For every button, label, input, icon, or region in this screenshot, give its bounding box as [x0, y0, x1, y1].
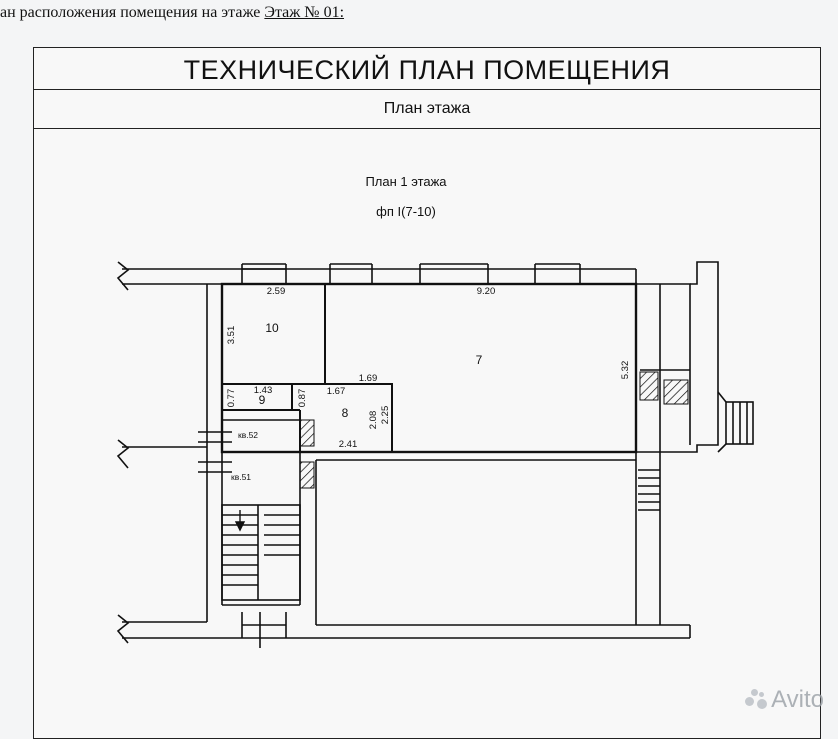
avito-watermark-text: Avito [771, 686, 824, 713]
plan-subheading: фп I(7-10) [376, 204, 436, 219]
avito-watermark: Avito [745, 686, 824, 714]
dimension-label: 1.69 [359, 373, 378, 384]
hatched-column [639, 371, 659, 401]
dimension-label: 0.77 [226, 389, 237, 408]
dimension-label: 0.87 [297, 389, 308, 408]
sheet-subtitle: План этажа [34, 90, 820, 129]
plan-heading: План 1 этажа [365, 174, 447, 189]
dimension-label: 2.08 [368, 411, 379, 430]
apartment-label: кв.52 [238, 430, 258, 440]
dimension-label: 1.43 [254, 385, 273, 396]
room-number-9: 9 [259, 393, 266, 407]
caption-prefix: ан расположения помещения на этаже [0, 4, 261, 21]
hatched-column [299, 461, 315, 489]
dimension-label: 3.51 [226, 326, 237, 345]
avito-logo-icon [745, 689, 768, 711]
dimension-label: 2.41 [339, 439, 358, 450]
room-number-8: 8 [342, 406, 349, 420]
dimension-label: 2.59 [267, 286, 286, 297]
hatched-column [663, 379, 689, 405]
hatched-column [299, 419, 315, 447]
building-walls [116, 261, 754, 648]
sheet-title: ТЕХНИЧЕСКИЙ ПЛАН ПОМЕЩЕНИЯ [34, 48, 820, 90]
dimension-label: 5.32 [620, 361, 631, 380]
document-caption: ан расположения помещения на этаже Этаж … [0, 4, 344, 22]
room-number-7: 7 [476, 353, 483, 367]
apartment-label: кв.51 [231, 472, 251, 482]
dimension-labels: 2.59 9.20 3.51 5.32 1.43 0.77 0.87 1.67 … [226, 286, 631, 450]
dimension-label: 9.20 [477, 286, 496, 297]
floor-plan-drawing: План 1 этажа фп I(7-10) [116, 174, 754, 648]
stair-arrow-icon [234, 510, 246, 532]
room-number-10: 10 [265, 321, 279, 335]
caption-floor-link[interactable]: Этаж № 01: [264, 4, 345, 21]
dimension-label: 1.67 [327, 386, 346, 397]
dimension-label: 2.25 [380, 406, 391, 425]
